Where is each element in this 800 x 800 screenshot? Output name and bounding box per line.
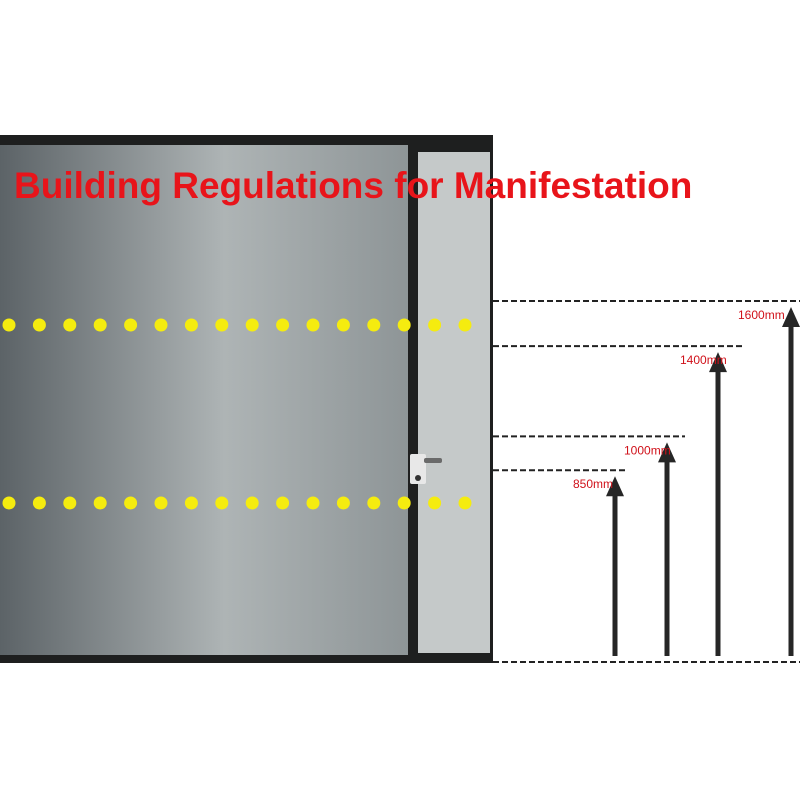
manifestation-dot (306, 496, 320, 510)
manifestation-dot (124, 318, 138, 332)
manifestation-dot (367, 318, 381, 332)
manifestation-dot (276, 496, 290, 510)
glazed-door-assembly (0, 135, 493, 663)
arrow-head-1000 (658, 442, 676, 463)
dimension-arrows (606, 307, 800, 656)
arrow-head-850 (606, 476, 624, 497)
dimension-label-850: 850mm (573, 477, 613, 491)
arrow-shaft-1600 (788, 325, 794, 656)
dimension-lines (493, 300, 800, 663)
arrow-shaft-1400 (715, 370, 721, 656)
manifestation-dot (32, 318, 46, 332)
arrow-shaft-1000 (664, 460, 670, 656)
manifestation-dot (93, 318, 107, 332)
manifestation-dot (458, 496, 472, 510)
arrow-up-icon (782, 307, 800, 656)
manifestation-dot (276, 318, 290, 332)
manifestation-dot (215, 496, 229, 510)
dimension-label-1000: 1000mm (624, 443, 671, 457)
dimension-labels: 850mm 1000mm 1400mm 1600mm (573, 308, 785, 491)
manifestation-dot (154, 318, 168, 332)
page-title: Building Regulations for Manifestation (14, 165, 693, 206)
dot-row-upper (2, 318, 472, 332)
dimension-label-1400: 1400mm (680, 353, 727, 367)
manifestation-dot (428, 496, 442, 510)
manifestation-dot (32, 496, 46, 510)
manifestation-dot (124, 496, 138, 510)
manifestation-dot (2, 496, 16, 510)
manifestation-dot (397, 496, 411, 510)
door-handle-lever (424, 458, 442, 463)
dot-row-lower (2, 496, 472, 510)
manifestation-dot (184, 496, 198, 510)
manifestation-dot (428, 318, 442, 332)
manifestation-dot (336, 496, 350, 510)
manifestation-dot (306, 318, 320, 332)
manifestation-dot (2, 318, 16, 332)
manifestation-dot (245, 496, 259, 510)
manifestation-dot (245, 318, 259, 332)
manifestation-dot (63, 496, 77, 510)
manifestation-dots (2, 318, 472, 510)
arrow-up-icon (658, 442, 676, 656)
manifestation-dot (63, 318, 77, 332)
manifestation-dot (154, 496, 168, 510)
arrow-head-1400 (709, 352, 727, 373)
manifestation-dot (397, 318, 411, 332)
arrow-up-icon (606, 476, 624, 656)
manifestation-dot (215, 318, 229, 332)
manifestation-dot (93, 496, 107, 510)
arrow-up-icon (709, 352, 727, 656)
door-lock-icon (415, 475, 421, 481)
manifestation-dot (367, 496, 381, 510)
arrow-head-1600 (782, 307, 800, 327)
manifestation-dot (184, 318, 198, 332)
arrow-shaft-850 (612, 494, 618, 656)
manifestation-dot (336, 318, 350, 332)
sidelight-panel (418, 152, 490, 653)
door-handle-icon (410, 454, 426, 484)
manifestation-dot (458, 318, 472, 332)
glass-panel (0, 145, 408, 655)
dimension-label-1600: 1600mm (738, 308, 785, 322)
